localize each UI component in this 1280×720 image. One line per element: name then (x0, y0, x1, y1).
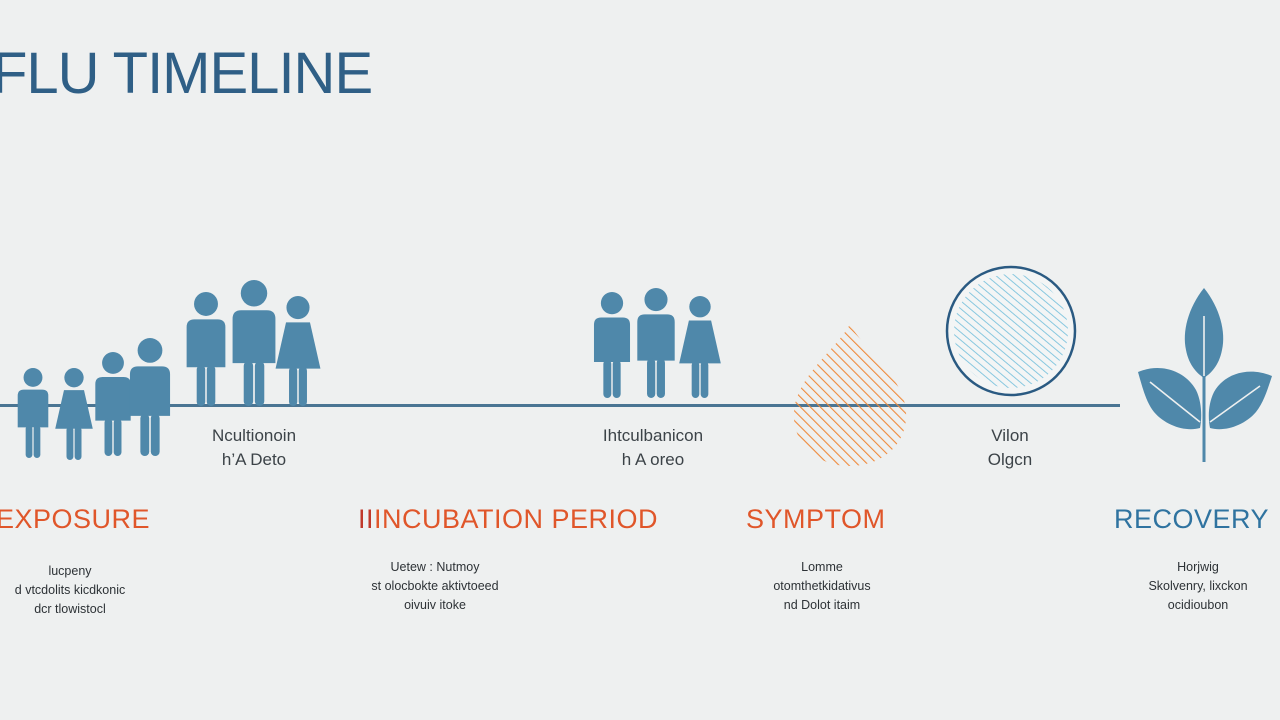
incubation-sublabel: Ncultionoin h’A Deto (194, 424, 314, 472)
desc-line: d vtcdolits kicdkonic (14, 583, 126, 597)
circle-icon (945, 265, 1077, 397)
leaf-icon (1138, 288, 1272, 462)
person-icon (232, 280, 276, 406)
stage-title-symptom: SYMPTOM (746, 504, 886, 534)
timeline-line (0, 404, 1120, 407)
desc-line: st olocbokte aktivtoeed (371, 579, 499, 593)
desc-line: dcr tlowistocl (34, 602, 106, 616)
person-icon (593, 292, 631, 398)
desc-line: otomthetkidativus (773, 579, 871, 593)
stage-desc-incubation: Uetew : Nutmoy st olocbokte aktivtoeed o… (360, 558, 510, 615)
sublabel-line: h A oreo (621, 450, 685, 469)
desc-line: Horjwig (1177, 560, 1219, 574)
stage-title-incubation: IIINCUBATION PERIOD (358, 504, 658, 535)
page-title: FLU TIMELINE (0, 41, 373, 106)
incubation-sublabel-2: Ihtculbanicon h A oreo (588, 424, 718, 472)
person-icon (17, 368, 49, 458)
drop-icon (793, 324, 907, 466)
person-icon (129, 338, 171, 456)
sublabel-line: Vilon (991, 426, 1029, 445)
sublabel-line: Ncultionoin (211, 426, 297, 445)
stage-title-text: INCUBATION PERIOD (374, 504, 659, 534)
person-icon (637, 288, 675, 398)
sublabel-line: h’A Deto (221, 450, 287, 469)
stage-title-prefix: II (358, 504, 375, 534)
desc-line: ocidioubon (1167, 598, 1229, 612)
desc-line: Lomme (801, 560, 843, 574)
desc-line: Uetew : Nutmoy (390, 560, 480, 574)
stage-desc-symptom: Lomme otomthetkidativus nd Dolot itaim (752, 558, 892, 615)
person-icon (55, 368, 93, 460)
desc-line: lucpeny (48, 564, 92, 578)
desc-line: nd Dolot itaim (783, 598, 861, 612)
desc-line: oivuiv itoke (404, 598, 466, 612)
desc-line: Skolvenry, lixckon (1148, 579, 1248, 593)
sublabel-line: Ihtculbanicon (602, 426, 704, 445)
stage-desc-recovery: Horjwig Skolvenry, lixckon ocidioubon (1128, 558, 1268, 615)
sublabel-line: Olgcn (987, 450, 1033, 469)
person-icon (186, 292, 226, 406)
stage-desc-exposure: lucpeny d vtcdolits kicdkonic dcr tlowis… (0, 562, 140, 619)
stage-title-exposure: EXPOSURE (0, 504, 151, 534)
virion-sublabel: Vilon Olgcn (970, 424, 1050, 472)
person-icon (679, 296, 721, 398)
person-icon (275, 296, 321, 406)
stage-title-recovery: RECOVERY (1114, 504, 1270, 534)
